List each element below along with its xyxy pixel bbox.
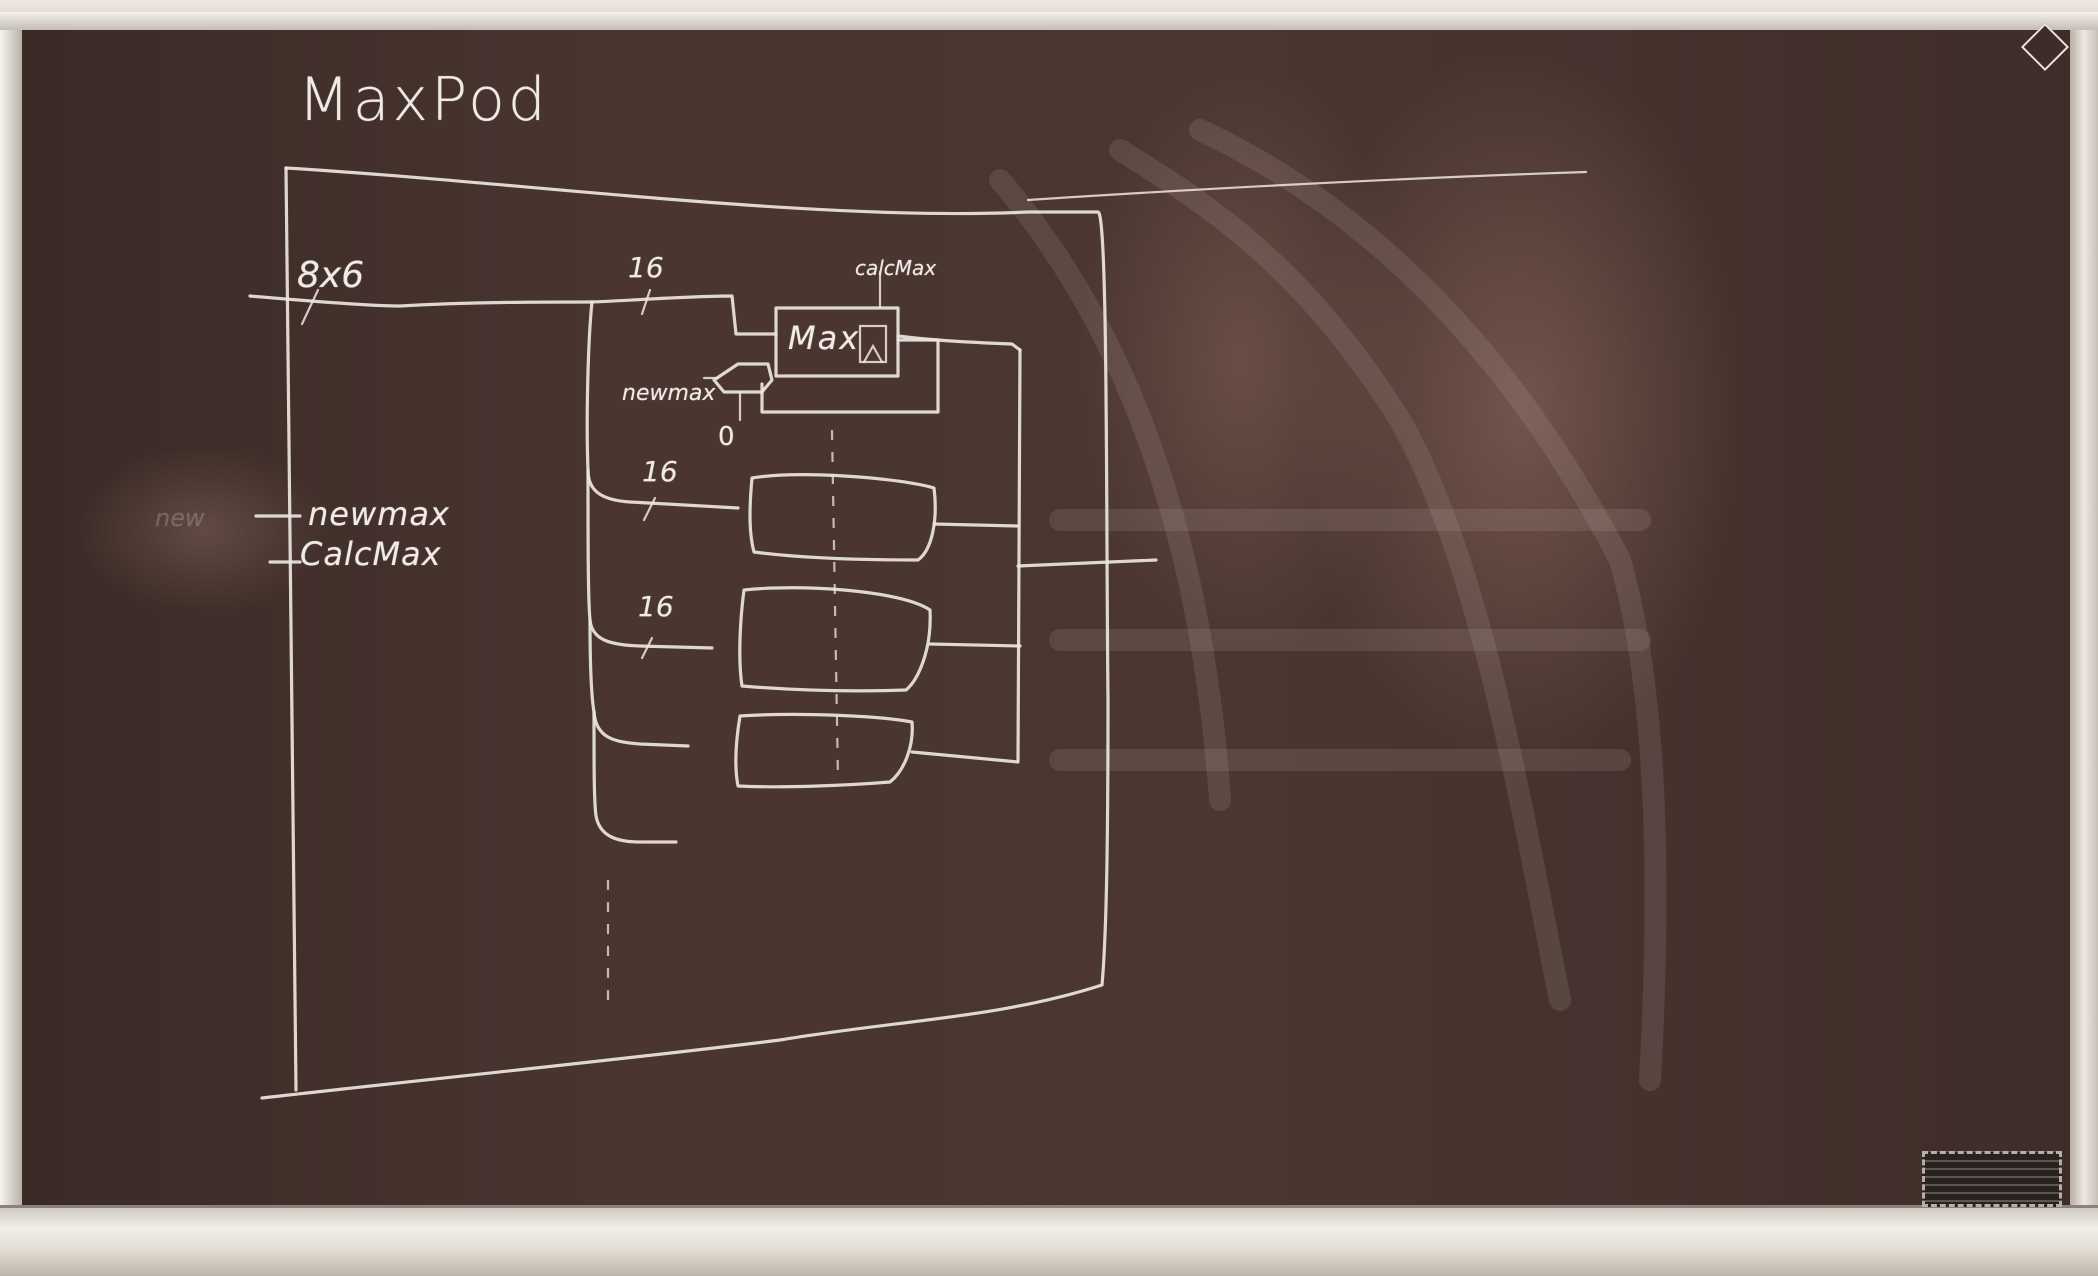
sub-pod-3 <box>734 712 914 789</box>
wire-width-label: 16 <box>628 251 664 284</box>
bus-slash <box>640 636 654 660</box>
info-sticker <box>1922 1151 2062 1207</box>
input-wire <box>248 294 594 308</box>
wire-width-label: 16 <box>642 455 678 488</box>
bus-trunk <box>585 300 740 510</box>
chalkboard <box>22 30 2070 1205</box>
mux-newmax-label: newmax <box>622 381 716 406</box>
sub-pod-1 <box>748 473 937 562</box>
dashed-divider <box>830 429 840 781</box>
port-calcmax-label: CalcMax <box>300 535 442 573</box>
output-wire <box>910 750 1020 764</box>
max-output-wire <box>896 334 1022 352</box>
sub-pod-2 <box>738 586 932 693</box>
bus-branch <box>592 710 678 844</box>
module-outline <box>260 166 1110 1100</box>
eraser-smudge <box>1109 139 1571 1011</box>
board-frame-right <box>2070 30 2098 1205</box>
wire-width-label: 16 <box>638 590 674 623</box>
input-dims-label: 8x6 <box>297 255 365 296</box>
faint-line <box>1026 170 1588 202</box>
board-frame-left <box>0 30 22 1205</box>
eraser-smudge <box>989 169 1231 811</box>
bus-slash <box>642 496 657 522</box>
output-wire <box>928 642 1022 648</box>
wire-to-max <box>590 294 778 336</box>
register-flipflop <box>858 324 888 364</box>
eraser-smudge <box>1189 119 1667 1091</box>
mux <box>712 362 774 394</box>
bus-slash <box>640 288 652 316</box>
output-bus <box>1016 348 1022 762</box>
max-block <box>774 306 900 378</box>
module-output <box>1016 558 1158 568</box>
bus-branch <box>586 468 714 650</box>
board-title: MaxPod <box>298 65 549 135</box>
max-block-label: Max <box>788 319 861 357</box>
module-left-edge <box>284 166 298 1092</box>
eraser-smudge <box>1049 509 1651 771</box>
output-wire <box>932 522 1020 528</box>
bus-slash <box>300 288 320 326</box>
clock-triangle <box>862 343 884 364</box>
calcmax-label: calcMax <box>855 256 937 280</box>
erased-text: new <box>155 504 205 532</box>
port-newmax-label: newmax <box>308 495 450 533</box>
chalk-tray <box>0 1205 2098 1276</box>
zero-label: 0 <box>718 422 735 452</box>
